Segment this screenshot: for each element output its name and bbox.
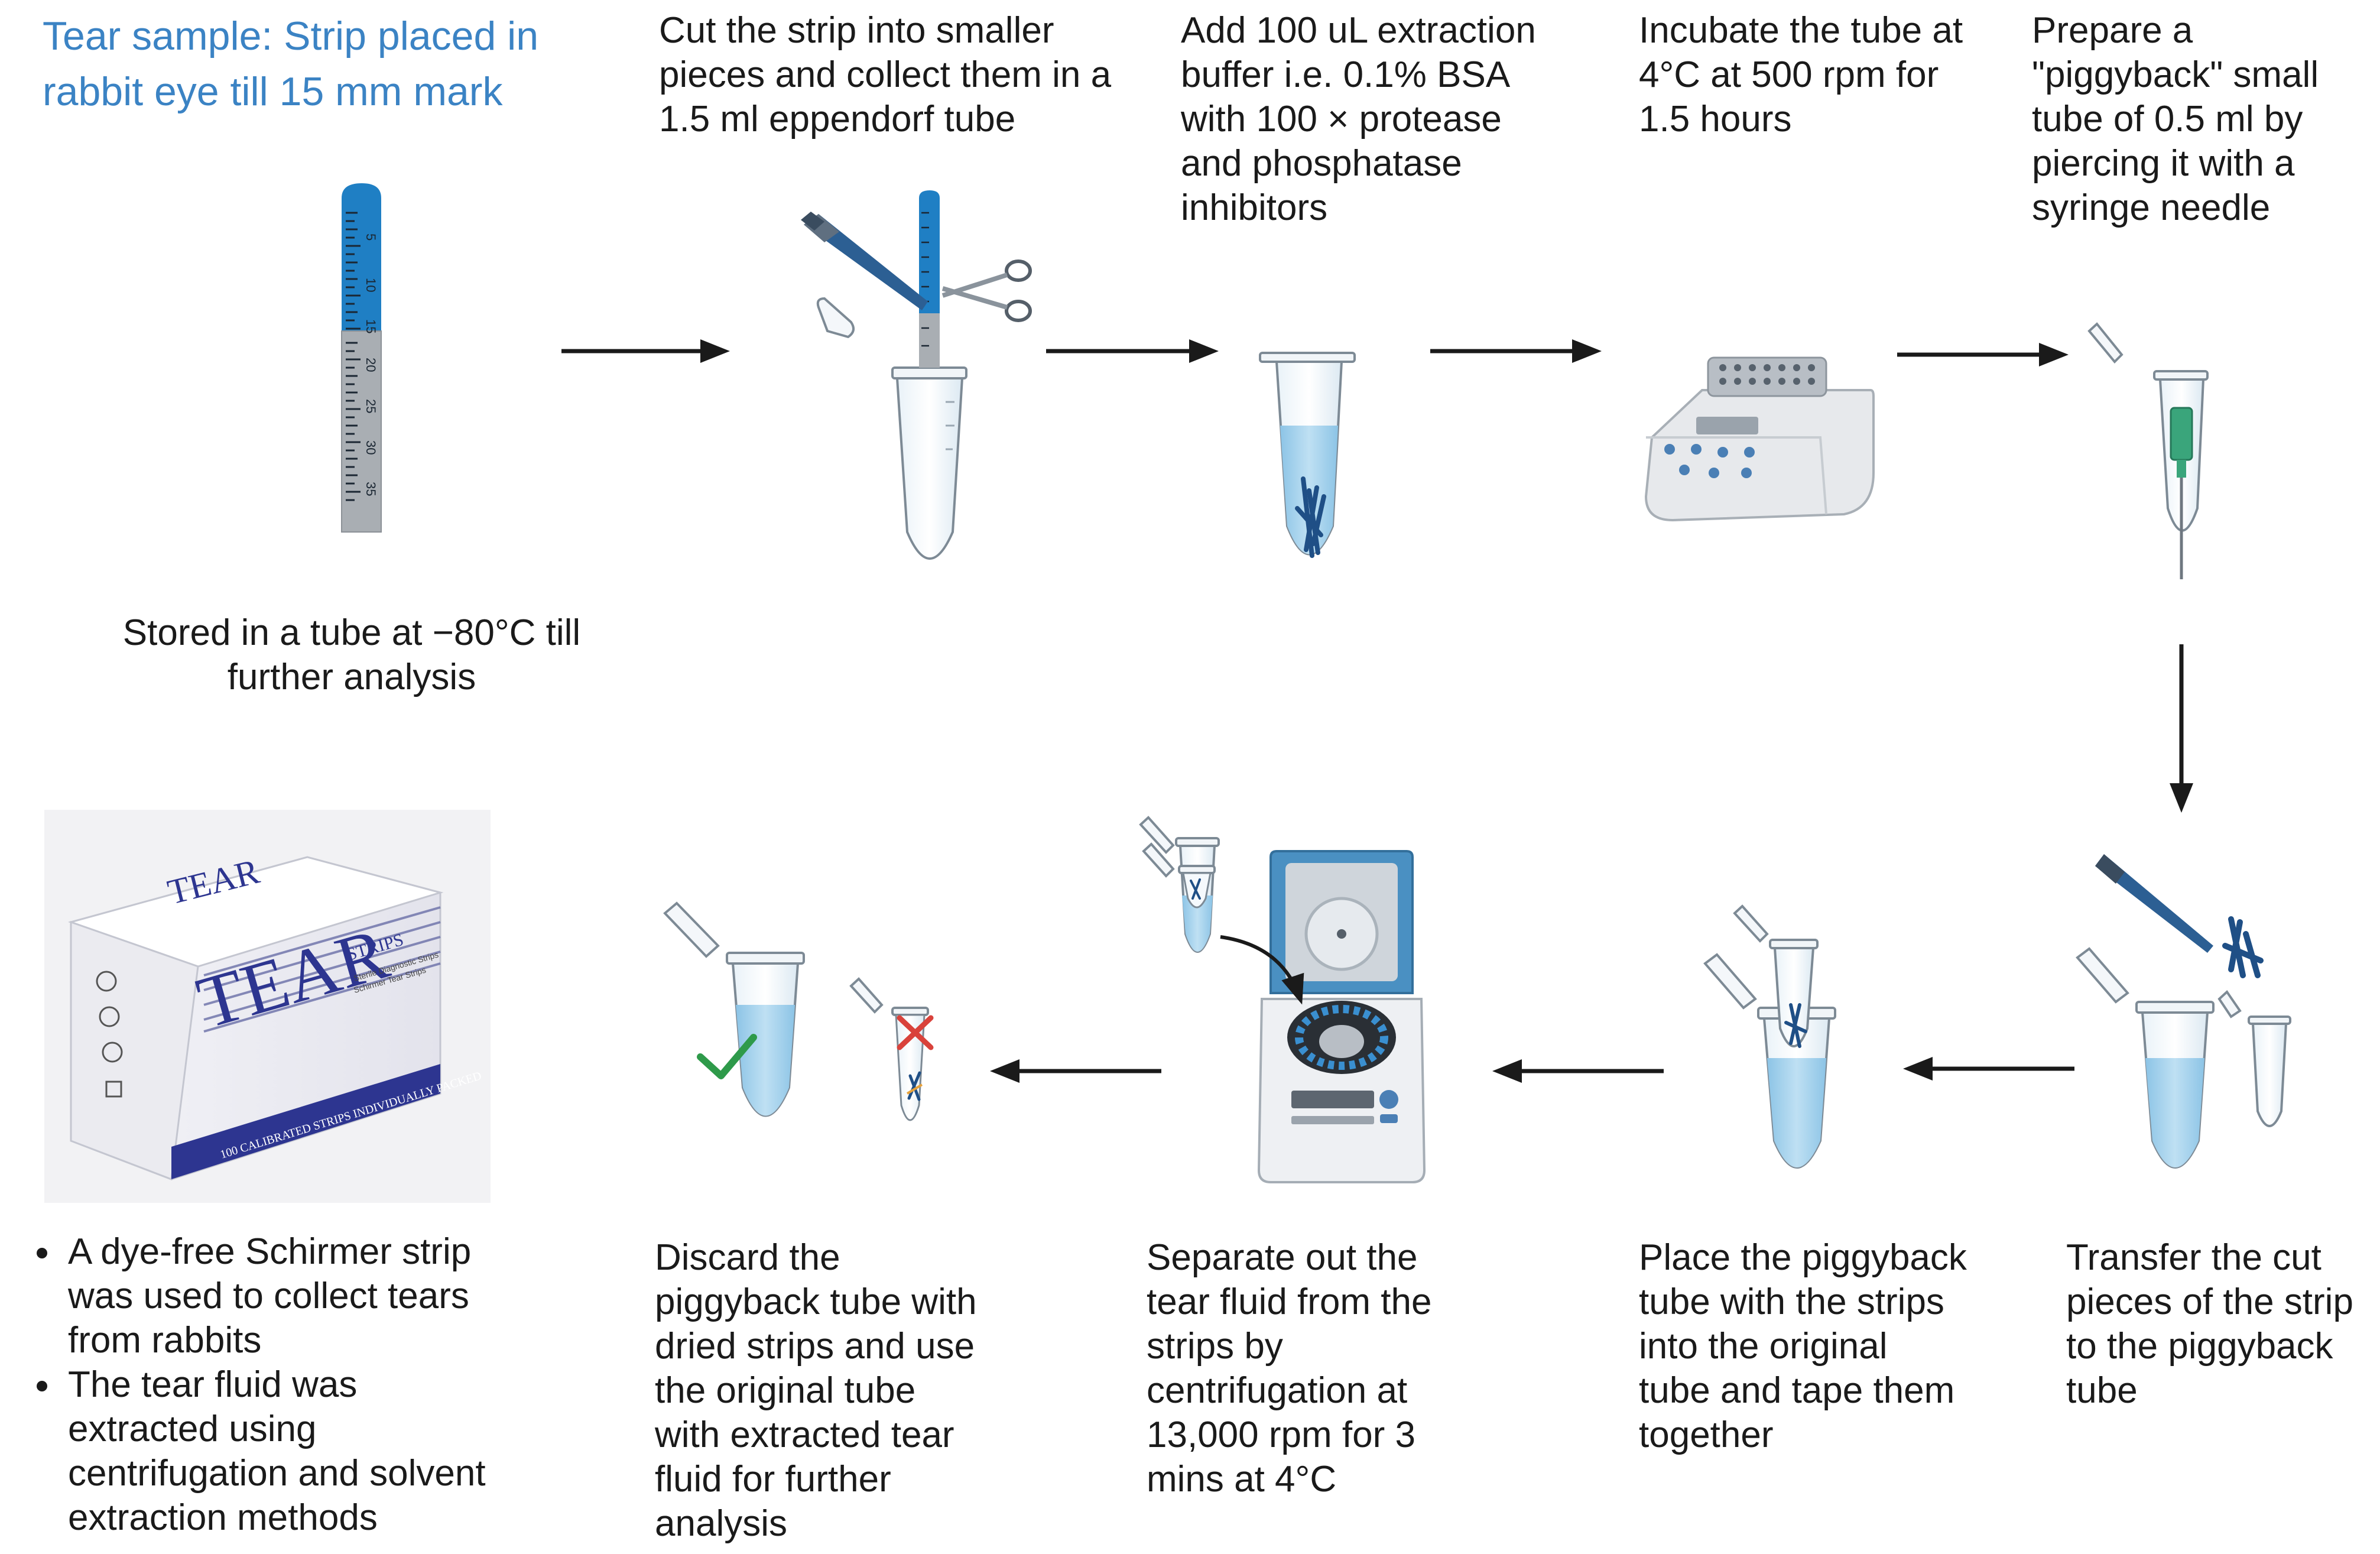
eppendorf-tube-icon <box>1259 352 1356 558</box>
strip-tick-label: 15 <box>363 319 378 333</box>
thermomixer-icon <box>1644 356 1875 522</box>
step-text-incubate: Incubate the tube at 4°C at 500 rpm for … <box>1639 10 1963 139</box>
flow-arrows <box>561 339 2193 1083</box>
strip-tick-label: 30 <box>363 440 378 455</box>
curved-arrow <box>1220 935 1304 1005</box>
tweezers-icon <box>2095 854 2213 953</box>
stored-note: Stored in a tube at −80°C till further a… <box>122 612 581 697</box>
step-text-cut: Cut the strip into smaller pieces and co… <box>659 10 1112 139</box>
schirmer-strip-icon: 5 10 15 20 25 30 35 <box>341 183 382 533</box>
cross-icon <box>897 1015 934 1050</box>
note-item: The tear fluid was extracted using centr… <box>62 1362 594 1540</box>
strip-tick-label: 25 <box>363 399 378 413</box>
syringe-needle-icon <box>2170 407 2193 579</box>
schirmer-strip-icon <box>919 190 940 368</box>
note-item: A dye-free Schirmer strip was used to co… <box>62 1229 594 1362</box>
eppendorf-tube-icon <box>1733 904 1819 1048</box>
eppendorf-tube-icon <box>663 901 805 1117</box>
scissors-icon <box>941 259 1032 322</box>
step-text-discard: Discard the piggyback tube with dried st… <box>655 1237 977 1544</box>
diagram-title: Tear sample: Strip placed in rabbit eye … <box>43 14 539 114</box>
eppendorf-tube-icon <box>1703 953 1836 1169</box>
eppendorf-tube-icon <box>816 297 967 560</box>
step-text-piggyback: Prepare a "piggyback" small tube of 0.5 … <box>2032 10 2319 228</box>
eppendorf-tube-icon <box>2076 947 2215 1169</box>
step-text-separate: Separate out the tear fluid from the str… <box>1147 1237 1432 1500</box>
step-text-transfer: Transfer the cut pieces of the strip to … <box>2066 1237 2353 1411</box>
step-text-buffer: Add 100 uL extraction buffer i.e. 0.1% B… <box>1181 10 1536 228</box>
tweezers-icon <box>801 212 928 310</box>
strip-tick-label: 20 <box>363 358 378 372</box>
strip-pieces <box>2222 916 2264 978</box>
strip-tick-label: 10 <box>363 278 378 292</box>
strip-tick-label: 35 <box>363 482 378 496</box>
strip-tick-label: 5 <box>363 233 378 241</box>
tear-strips-box-icon: TEAR STRIPS Sterile Diagnostic Strips Sc… <box>44 810 491 1203</box>
check-icon <box>697 1034 757 1079</box>
step-text-place: Place the piggyback tube with the strips… <box>1639 1237 1967 1455</box>
eppendorf-tube-icon <box>1142 842 1216 909</box>
centrifuge-icon <box>1257 850 1426 1183</box>
notes-list: A dye-free Schirmer strip was used to co… <box>18 1229 594 1540</box>
eppendorf-tube-icon <box>849 977 929 1121</box>
eppendorf-tube-icon <box>2217 990 2291 1127</box>
